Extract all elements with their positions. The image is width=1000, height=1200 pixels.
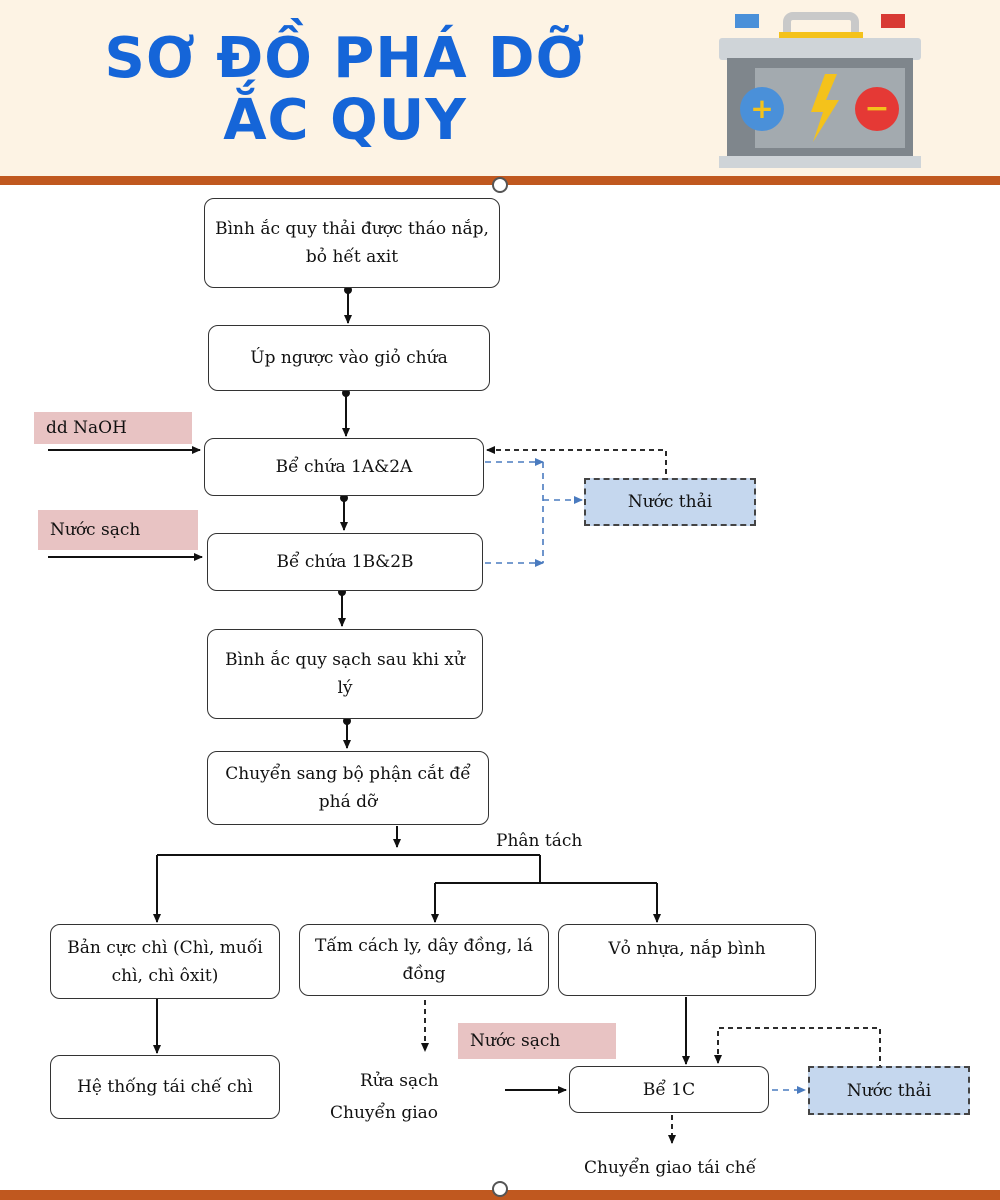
step-tank-1b-2b: Bể chứa 1B&2B [207,533,483,591]
step-cutting: Chuyển sang bộ phận cắt để phá dỡ [207,751,489,825]
title-line-2: ẮC QUY [223,88,467,153]
final-recycling-transfer: Chuyển giao tái chế [584,1158,757,1178]
step-clean-battery: Bình ắc quy sạch sau khi xử lý [207,629,483,719]
lightning-bolt-icon [811,74,839,142]
transfer-label: Chuyển giao [330,1103,439,1123]
separation-label: Phân tách [496,831,583,851]
input-label-water-1: Nước sạch [38,510,198,550]
tank-1c: Bể 1C [569,1066,769,1113]
top-bar-knob [492,177,508,193]
recirculation-loop-1 [486,446,667,474]
car-battery-icon: + − [719,12,921,168]
minus-sign: − [864,91,889,126]
step-tank-1a-2a: Bể chứa 1A&2A [204,438,484,496]
input-label-naoh: dd NaOH [34,412,192,444]
lead-recycling-system: Hệ thống tái chế chì [50,1055,280,1119]
input-label-water-2: Nước sạch [458,1023,616,1059]
recirculation-loop-2 [714,1027,881,1070]
page-title: SƠ ĐỒ PHÁ DỠ ẮC QUY [60,28,630,152]
wash-label: Rửa sạch [360,1071,439,1091]
step-remove-cap-acid: Bình ắc quy thải được tháo nắp, bỏ hết a… [204,198,500,288]
branch-plastic-casing: Vỏ nhựa, nắp bình [558,924,816,996]
waste-water-box-1: Nước thải [584,478,756,526]
plus-sign: + [750,92,773,125]
step-invert-basket: Úp ngược vào giỏ chứa [208,325,490,391]
bottom-bar-knob [492,1181,508,1197]
title-line-1: SƠ ĐỒ PHÁ DỠ [104,26,586,91]
waste-water-box-2: Nước thải [808,1066,970,1115]
branch-lead-plates: Bản cực chì (Chì, muối chì, chì ôxit) [50,924,280,999]
branch-separators-copper: Tấm cách ly, dây đồng, lá đồng [299,924,549,996]
